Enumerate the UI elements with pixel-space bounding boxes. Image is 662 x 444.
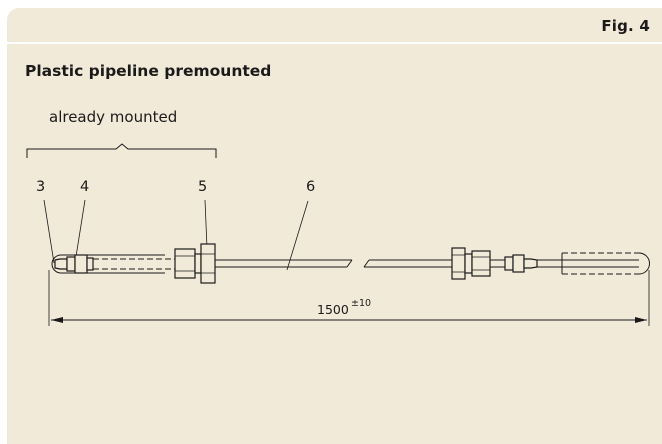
callout-4: 4 [80, 179, 89, 195]
leader-4 [74, 199, 86, 264]
left-hidden-lines [93, 258, 175, 270]
hex-connector-right [451, 247, 466, 280]
header-divider [7, 42, 662, 44]
already-mounted-note: already mounted [49, 108, 177, 126]
callout-3: 3 [36, 179, 45, 195]
figure-panel: Fig. 4 Plastic pipeline premounted alrea… [7, 8, 662, 444]
union-nut-left [174, 248, 196, 279]
push-fitting-right [512, 254, 525, 273]
hex-connector [200, 243, 216, 284]
nut-collar-left [194, 253, 202, 274]
plastic-pipe-right [364, 259, 452, 268]
pipe-end-right [523, 258, 538, 269]
arrow-left-icon [51, 317, 63, 323]
fitting-shoulder [86, 257, 94, 271]
pipe-break-left [346, 259, 353, 268]
olive-ring-right [504, 256, 514, 271]
mounted-bracket [26, 143, 217, 158]
pipeline-drawing: already mounted 3 4 5 6 [26, 108, 650, 326]
nut-collar-right [464, 253, 473, 274]
leader-3 [43, 199, 55, 264]
dimension-tolerance: ±10 [351, 298, 371, 309]
dimension-value: 1500 [317, 302, 349, 317]
leader-6 [286, 200, 309, 271]
olive-ring [66, 256, 76, 272]
callout-6: 6 [306, 179, 315, 195]
extension-lines [48, 270, 650, 326]
arrow-right-icon [635, 317, 647, 323]
pipe-end-tip [54, 258, 68, 270]
callout-5: 5 [198, 179, 207, 195]
figure-title: Plastic pipeline premounted [25, 62, 272, 80]
leader-5 [204, 199, 208, 249]
right-end-cap [562, 252, 639, 275]
figure-label: Fig. 4 [601, 17, 650, 35]
pipe-break-right [363, 259, 370, 268]
union-nut-right [471, 250, 491, 277]
push-fitting [74, 254, 88, 274]
plastic-pipe-left [215, 259, 352, 268]
